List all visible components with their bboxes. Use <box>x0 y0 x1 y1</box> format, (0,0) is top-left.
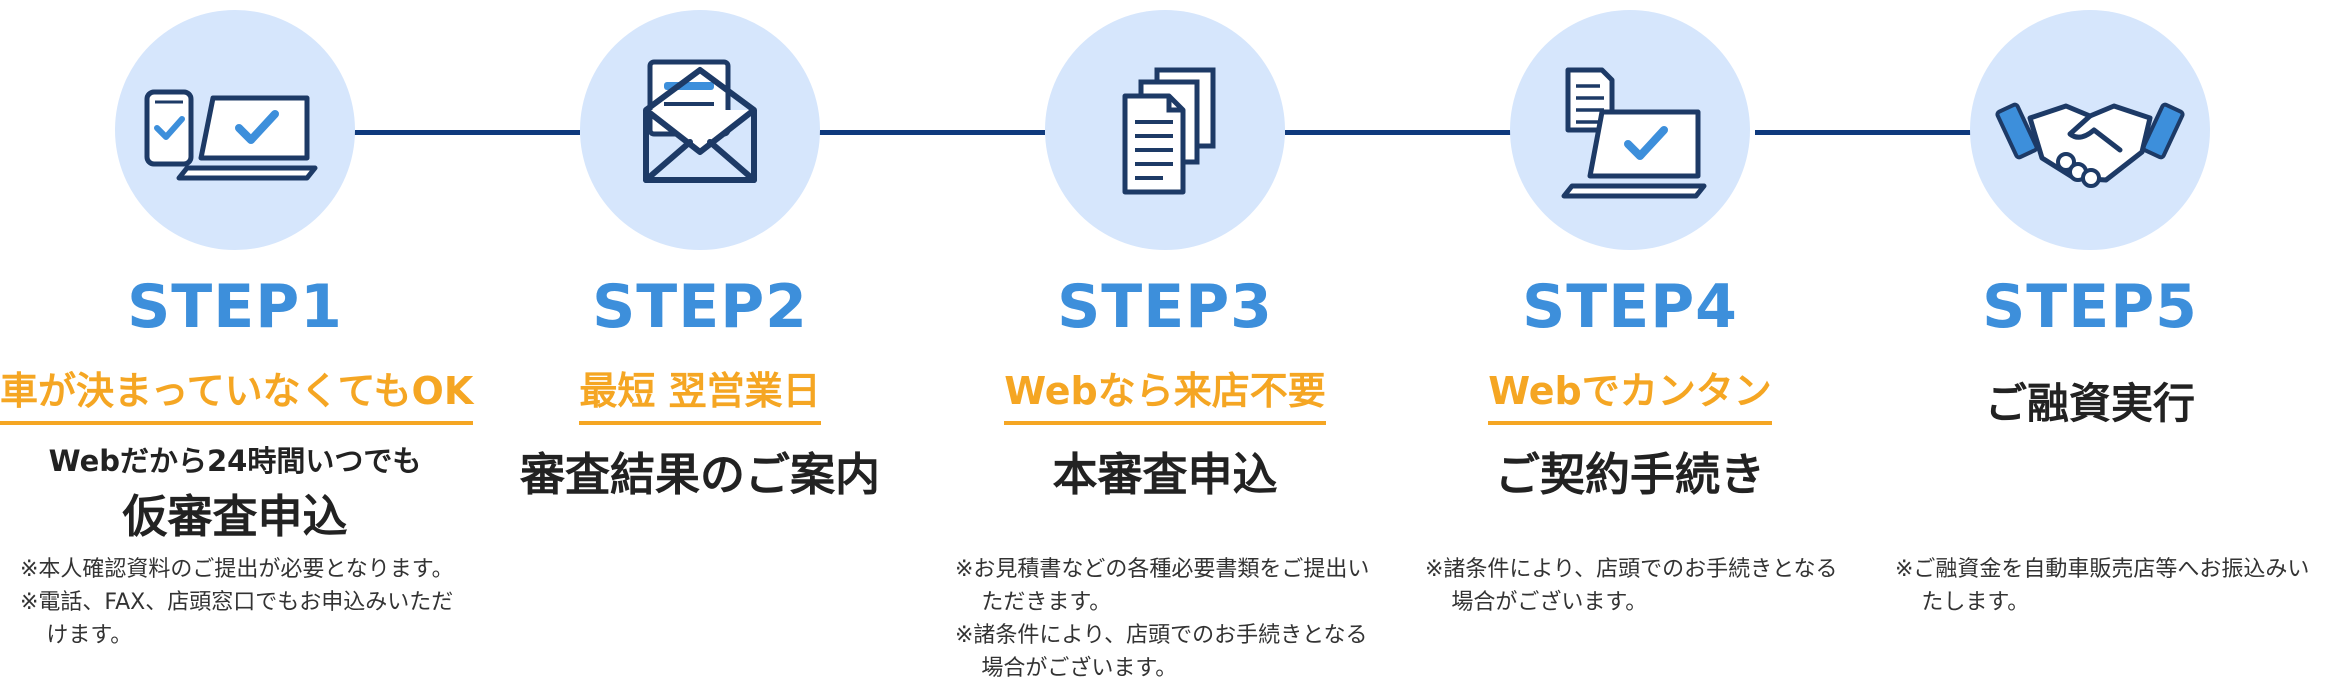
step-3-notes: ※お見積書などの各種必要書類をご提出いただきます。 ※諸条件により、店頭でのお手… <box>955 553 1385 685</box>
connector-line-3 <box>1285 130 1515 135</box>
connector-line-1 <box>350 130 580 135</box>
mail-icon <box>643 59 757 183</box>
step-3-note: ※諸条件により、店頭でのお手続きとなる場合がございます。 <box>955 623 1368 681</box>
step-2: STEP2 最短 翌営業日 審査結果のご案内 <box>465 0 935 698</box>
step-2-label: STEP2 <box>592 272 808 342</box>
laptop-document-icon <box>1561 67 1707 199</box>
step-5-notes: ※ご融資金を自動車販売店等へお振込みいたします。 <box>1895 553 2310 619</box>
step-1-circle <box>115 10 355 250</box>
step-5-title: ご融資実行 <box>1984 379 2195 428</box>
step-4-note: ※諸条件により、店頭でのお手続きとなる場合がございます。 <box>1425 557 1838 615</box>
step-1: STEP1 車が決まっていなくてもOK Webだから24時間いつでも 仮審査申込… <box>0 0 474 698</box>
step-2-circle <box>580 10 820 250</box>
connector-line-2 <box>815 130 1045 135</box>
step-5: STEP5 ご融資実行 ※ご融資金を自動車販売店等へお振込みいたします。 <box>1855 0 2325 698</box>
step-4-circle <box>1510 10 1750 250</box>
step-4: STEP4 Webでカンタン ご契約手続き ※諸条件により、店頭でのお手続きとな… <box>1395 0 1865 698</box>
step-3-label: STEP3 <box>1057 272 1273 342</box>
step-1-note: ※本人確認資料のご提出が必要となります。 <box>20 557 454 582</box>
step-4-notes: ※諸条件により、店頭でのお手続きとなる場合がございます。 <box>1425 553 1850 619</box>
step-3-title: 本審査申込 <box>1052 448 1278 501</box>
step-4-label: STEP4 <box>1522 272 1738 342</box>
step-2-title: 審査結果のご案内 <box>519 448 880 501</box>
connector-line-4 <box>1755 130 1985 135</box>
step-3: STEP3 Webなら来店不要 本審査申込 ※お見積書などの各種必要書類をご提出… <box>930 0 1400 698</box>
documents-icon <box>1122 67 1216 195</box>
step-3-circle <box>1045 10 1285 250</box>
step-1-note: ※電話、FAX、店頭窓口でもお申込みいただけます。 <box>20 590 454 648</box>
step-5-circle <box>1970 10 2210 250</box>
devices-check-icon <box>144 89 318 181</box>
step-1-notes: ※本人確認資料のご提出が必要となります。 ※電話、FAX、店頭窓口でもお申込みい… <box>20 553 460 652</box>
step-1-label: STEP1 <box>127 272 343 342</box>
step-3-note: ※お見積書などの各種必要書類をご提出いただきます。 <box>955 557 1370 615</box>
step-1-tagline: 車が決まっていなくてもOK <box>0 360 474 425</box>
step-1-title: 仮審査申込 <box>122 490 348 543</box>
step-4-title: ご契約手続き <box>1494 448 1765 501</box>
step-1-subtitle: Webだから24時間いつでも <box>48 444 422 478</box>
step-5-label: STEP5 <box>1982 272 2198 342</box>
step-4-tagline: Webでカンタン <box>1488 360 1772 425</box>
step-2-tagline: 最短 翌営業日 <box>579 360 821 425</box>
step-5-note: ※ご融資金を自動車販売店等へお振込みいたします。 <box>1895 557 2310 615</box>
step-3-tagline: Webなら来店不要 <box>1004 360 1326 425</box>
handshake-icon <box>1995 102 2185 188</box>
